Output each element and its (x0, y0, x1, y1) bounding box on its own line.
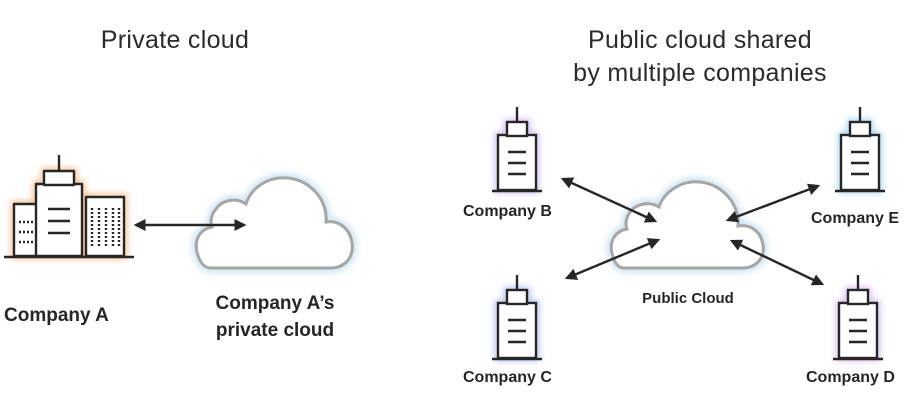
private-cloud-outline (194, 176, 354, 270)
private-cloud-label: Company A’s private cloud (190, 290, 360, 344)
public-cloud-heading-line-2: by multiple companies (573, 59, 827, 87)
private-cloud-label-line-1: Company A’s (215, 293, 335, 314)
company-a-outline (4, 155, 134, 259)
public-cloud-heading: Public cloud shared by multiple companie… (510, 24, 890, 90)
private-cloud-icon (191, 173, 357, 273)
public-cloud-label: Public Cloud (642, 290, 734, 307)
private-cloud-heading: Private cloud (100, 26, 250, 54)
company-a-label: Company A (4, 305, 109, 326)
double-arrow-icon (564, 238, 661, 280)
public-cloud-connections (560, 177, 825, 286)
double-arrow-icon (725, 183, 821, 223)
office-tower-icon (492, 107, 542, 193)
company-c-label: Company C (463, 369, 552, 386)
private-cloud-label-line-2: private cloud (215, 320, 335, 341)
public-cloud-icon (606, 177, 768, 273)
office-tower-icon (835, 107, 885, 193)
public-cloud-outline (609, 180, 765, 270)
double-arrow-icon (729, 239, 825, 286)
public-cloud-heading-line-1: Public cloud shared (588, 26, 812, 54)
double-arrow-icon (560, 177, 658, 223)
office-tower-icon (833, 275, 883, 361)
company-b-label: Company B (463, 203, 552, 220)
company-d-label: Company D (806, 369, 895, 386)
office-buildings-icon (4, 155, 134, 259)
company-e-label: Company E (811, 210, 900, 227)
office-tower-icon (492, 275, 542, 361)
